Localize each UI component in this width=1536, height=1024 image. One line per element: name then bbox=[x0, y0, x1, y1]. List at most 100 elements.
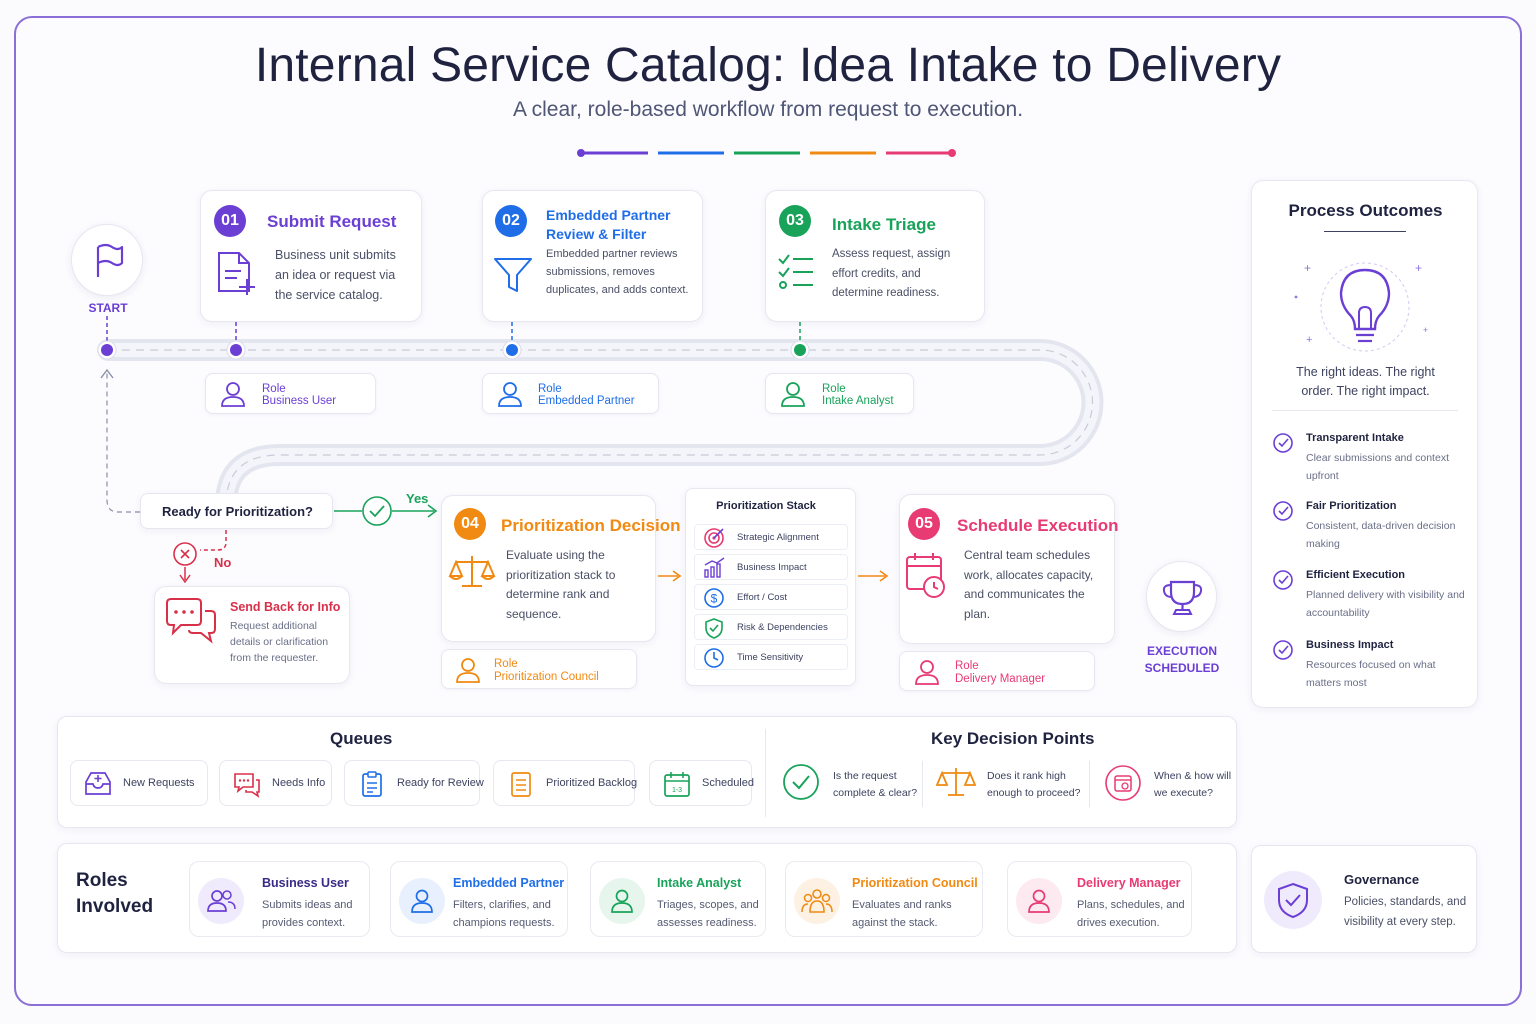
shield-check-icon bbox=[1278, 882, 1308, 919]
end-label-line1: EXECUTION bbox=[1146, 644, 1217, 658]
step-number: 03 bbox=[779, 205, 811, 237]
decision-node: Ready for Prioritization? bbox=[140, 493, 333, 529]
trophy-icon bbox=[1162, 580, 1203, 615]
role-card-01: Role Business User bbox=[205, 373, 376, 414]
user-icon bbox=[456, 658, 480, 683]
outcome-desc: Resources focused on what matters most bbox=[1306, 659, 1436, 689]
send-back-card: Send Back for Info Request additional de… bbox=[154, 586, 350, 684]
role-label: Role bbox=[538, 383, 562, 395]
step-title: Submit Request bbox=[267, 212, 397, 231]
role-desc-line2: drives execution. bbox=[1077, 917, 1160, 929]
outcome-title: Business Impact bbox=[1306, 639, 1394, 651]
role-card-05: Role Delivery Manager bbox=[899, 651, 1095, 691]
step-title: Intake Triage bbox=[832, 215, 936, 234]
outcome-title: Efficient Execution bbox=[1306, 569, 1406, 581]
stack-item: Risk & Dependencies bbox=[694, 614, 848, 640]
roles-title-line1: Roles bbox=[76, 870, 128, 891]
role-desc-line1: Triages, scopes, and bbox=[657, 899, 759, 911]
end-node bbox=[1146, 561, 1217, 632]
step-desc: Central team schedules work, allocates c… bbox=[964, 548, 1094, 621]
step-number: 02 bbox=[495, 205, 527, 237]
svg-text:$: $ bbox=[711, 592, 718, 606]
step-desc: Embedded partner reviews submissions, re… bbox=[546, 248, 689, 296]
stack-item-label: Strategic Alignment bbox=[737, 532, 819, 543]
decision-point-line1: Is the request bbox=[833, 770, 897, 782]
role-name: Business User bbox=[262, 395, 337, 407]
role-name: Intake Analyst bbox=[822, 395, 894, 407]
check-circle-icon bbox=[362, 496, 392, 526]
role-label: Role bbox=[822, 383, 846, 395]
queue-card: Needs Info bbox=[219, 760, 332, 806]
user-icon bbox=[1028, 889, 1050, 913]
filter-icon bbox=[494, 258, 532, 292]
role-box: Intake Analyst Triages, scopes, and asses… bbox=[590, 861, 766, 937]
flag-icon bbox=[96, 243, 124, 277]
chat-bubbles-icon bbox=[166, 598, 216, 644]
decision-point-text: When & how will we execute? bbox=[1154, 768, 1231, 802]
lightbulb-icon: + + + + bbox=[1294, 261, 1428, 352]
stack-item: $ Effort / Cost bbox=[694, 584, 848, 610]
yes-label: Yes bbox=[406, 491, 429, 506]
step-desc: Assess request, assign effort credits, a… bbox=[832, 248, 951, 299]
target-icon bbox=[704, 528, 724, 548]
user-icon bbox=[915, 660, 939, 685]
stack-item: Strategic Alignment bbox=[694, 524, 848, 550]
decision-divider bbox=[922, 761, 923, 807]
role-avatar bbox=[599, 878, 645, 924]
queues-panel: Queues New Requests Needs Info Ready for… bbox=[57, 716, 1237, 828]
step-desc: Business unit submits an idea or request… bbox=[275, 248, 396, 302]
role-card-02: Role Embedded Partner bbox=[482, 373, 659, 414]
decision-point-line2: enough to proceed? bbox=[987, 787, 1081, 799]
governance-desc: Policies, standards, and visibility at e… bbox=[1344, 892, 1466, 932]
no-label: No bbox=[214, 555, 232, 570]
decision-point-line2: we execute? bbox=[1154, 787, 1213, 799]
step-card-02: 02 Embedded Partner Review & Filter Embe… bbox=[482, 190, 703, 322]
step-card-03: 03 Intake Triage Assess request, assign … bbox=[765, 190, 985, 322]
user-icon bbox=[611, 889, 633, 913]
role-label: Role bbox=[955, 660, 979, 672]
inbox-icon bbox=[85, 772, 111, 795]
step-card-05: 05 Schedule Execution Central team sched… bbox=[899, 494, 1119, 644]
role-card-03: Role Intake Analyst bbox=[765, 373, 914, 414]
role-desc-line2: assesses readiness. bbox=[657, 917, 757, 929]
svg-text:1-3: 1-3 bbox=[672, 787, 682, 794]
svg-text:+: + bbox=[1423, 325, 1428, 335]
step-card-01: 01 Submit Request Business unit submits … bbox=[200, 190, 422, 322]
dollar-icon: $ bbox=[704, 588, 724, 608]
role-desc-line2: provides context. bbox=[262, 917, 346, 929]
role-name: Intake Analyst bbox=[657, 876, 742, 890]
users-icon bbox=[207, 890, 236, 912]
role-name: Prioritization Council bbox=[852, 876, 978, 890]
calendar-clock-icon bbox=[906, 553, 945, 598]
queue-label: Needs Info bbox=[272, 777, 326, 789]
user-icon bbox=[498, 382, 522, 407]
panel-divider bbox=[765, 729, 766, 817]
check-circle-icon bbox=[783, 764, 819, 800]
outcomes-tagline: The right ideas. The right order. The ri… bbox=[1296, 365, 1435, 398]
decision-divider bbox=[1089, 761, 1090, 807]
role-desc: Triages, scopes, and assesses readiness. bbox=[657, 896, 759, 932]
governance-avatar bbox=[1264, 871, 1322, 929]
check-circle-icon bbox=[1273, 501, 1293, 521]
svg-text:+: + bbox=[1415, 261, 1422, 275]
step-card-04: 04 Prioritization Decision Evaluate usin… bbox=[441, 495, 680, 642]
decision-question: Ready for Prioritization? bbox=[162, 504, 313, 519]
role-avatar bbox=[399, 878, 445, 924]
bar-chart-icon bbox=[704, 557, 725, 578]
roles-title-line2: Involved bbox=[76, 896, 154, 917]
end-label: EXECUTION SCHEDULED bbox=[1132, 643, 1232, 677]
role-avatar bbox=[1016, 878, 1062, 924]
stack-item-label: Risk & Dependencies bbox=[737, 622, 828, 633]
x-circle-icon bbox=[173, 542, 197, 566]
role-box: Embedded Partner Filters, clarifies, and… bbox=[390, 861, 568, 937]
role-box: Prioritization Council Evaluates and ran… bbox=[785, 861, 983, 937]
role-desc-line2: champions requests. bbox=[453, 917, 555, 929]
outcomes-title: Process Outcomes bbox=[1288, 201, 1443, 220]
queue-label: New Requests bbox=[123, 777, 195, 789]
check-circle-icon bbox=[1273, 640, 1293, 660]
role-avatar bbox=[794, 878, 840, 924]
queue-label: Prioritized Backlog bbox=[546, 777, 638, 789]
